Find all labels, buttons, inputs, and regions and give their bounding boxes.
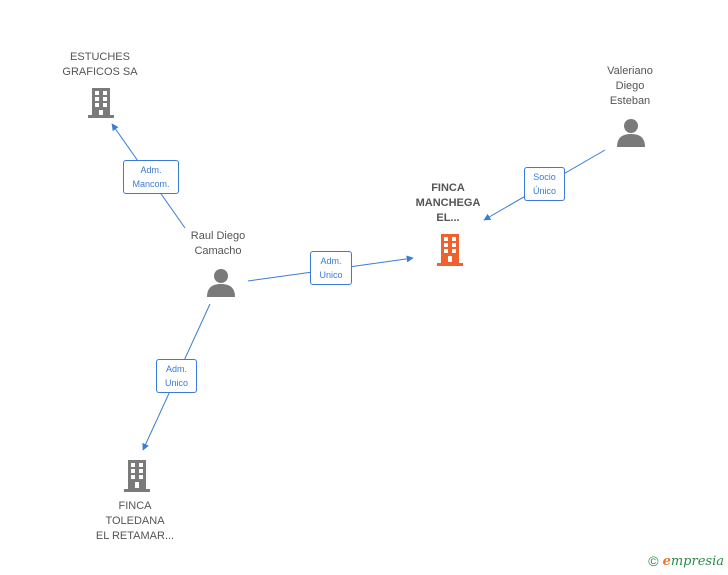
node-label-estuches[interactable]: ESTUCHES GRAFICOS SA xyxy=(62,51,138,78)
person-icon[interactable] xyxy=(207,269,235,297)
edge-label-raul-estuches: Adm. Mancom. xyxy=(123,160,179,194)
brand-logo: empresia xyxy=(662,553,724,569)
person-icon[interactable] xyxy=(617,119,645,147)
building-focus-icon[interactable] xyxy=(437,234,463,266)
node-label-valeriano[interactable]: Valeriano Diego Esteban xyxy=(607,65,653,107)
copyright-icon: © xyxy=(648,553,659,569)
building-icon[interactable] xyxy=(124,460,150,492)
building-icon[interactable] xyxy=(86,86,116,118)
edge-label-raul-manchega: Adm. Unico xyxy=(310,251,352,285)
node-label-finca-toledana[interactable]: FINCA TOLEDANA EL RETAMAR... xyxy=(95,500,175,542)
edge-label-valeriano-manchega: Socio Único xyxy=(524,167,565,201)
footer-brand: © empresia xyxy=(648,553,724,569)
node-label-finca-manchega[interactable]: FINCA MANCHEGA EL... xyxy=(415,182,481,224)
node-label-raul[interactable]: Raul Diego Camacho xyxy=(190,230,246,257)
edge-label-raul-toledana: Adm. Unico xyxy=(156,359,197,393)
